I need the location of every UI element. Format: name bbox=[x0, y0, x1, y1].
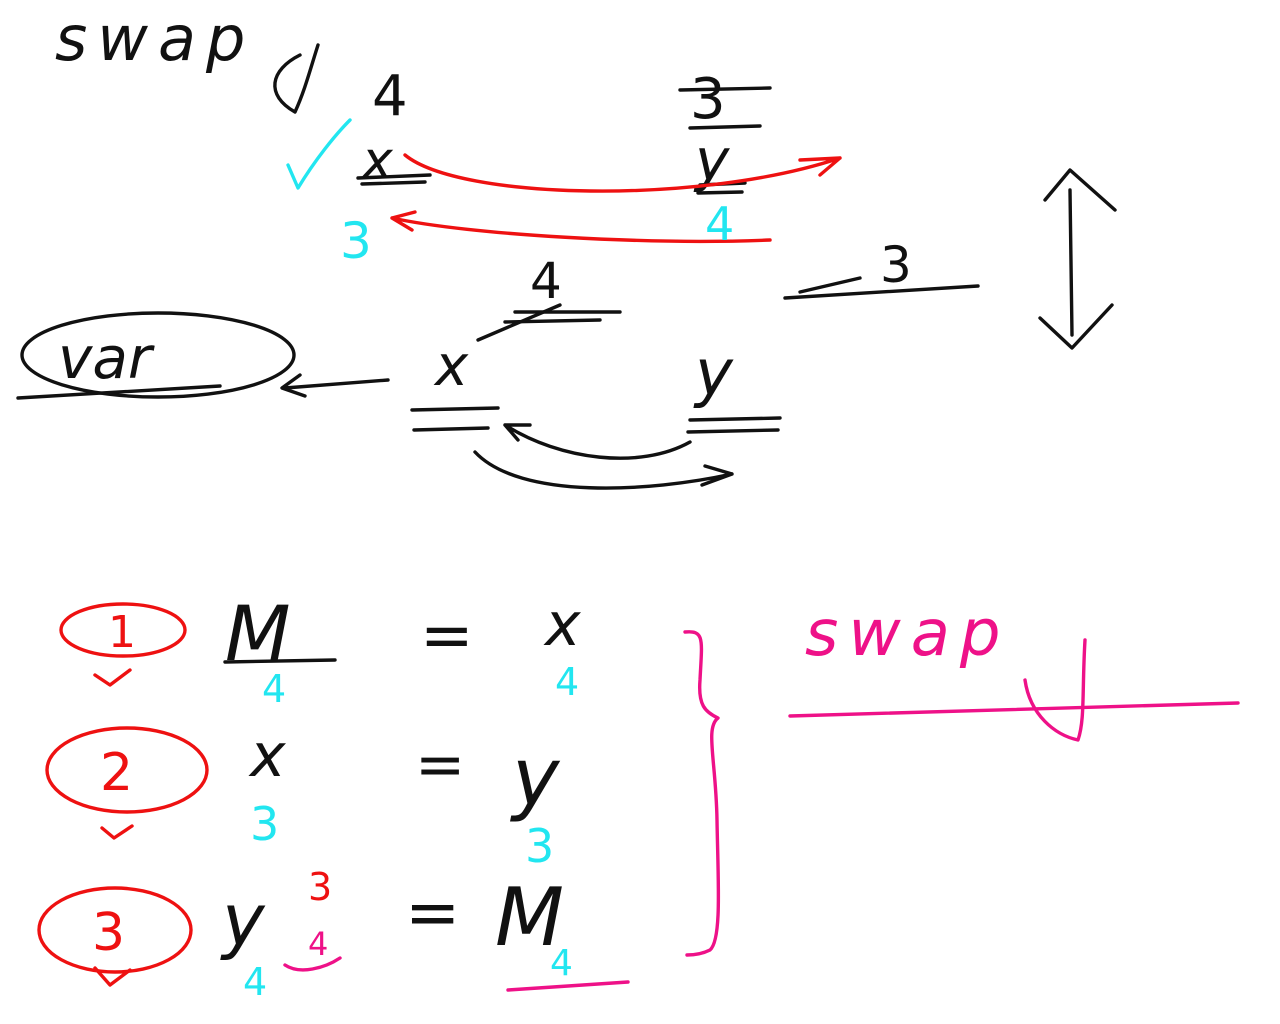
middle-x-value: 4 bbox=[530, 252, 562, 310]
step-3-left-new-value: 4 bbox=[308, 925, 328, 963]
step-3-right-value: 4 bbox=[550, 943, 573, 984]
var-circle bbox=[20, 311, 296, 399]
step-3-correction-stroke bbox=[283, 956, 342, 972]
arrow-y-to-x-middle bbox=[503, 423, 692, 460]
heading-swap-tail-stroke bbox=[273, 43, 320, 114]
arrow-x-to-value bbox=[476, 303, 562, 342]
step-3-right-underline bbox=[506, 980, 630, 992]
top-y-value: 3 bbox=[690, 67, 726, 132]
arrow-y-to-x bbox=[390, 210, 772, 243]
middle-x-underline bbox=[410, 406, 500, 432]
steps-brace bbox=[683, 630, 721, 957]
step-3-left-old-value: 3 bbox=[308, 865, 332, 909]
step-1-number-circle bbox=[59, 602, 187, 658]
middle-y-underline bbox=[686, 416, 782, 434]
top-y-value-bar bbox=[678, 86, 772, 130]
step-1-right-value: 4 bbox=[555, 660, 579, 704]
step-1-number: 1 bbox=[108, 607, 136, 658]
step-3-number-circle bbox=[37, 886, 193, 974]
step-3-number: 3 bbox=[92, 903, 125, 963]
top-y-after-value: 4 bbox=[705, 197, 734, 251]
arrow-x-to-y bbox=[403, 153, 842, 193]
arrow-to-var bbox=[280, 373, 390, 398]
step-3-left-value: 4 bbox=[243, 960, 267, 1004]
step-2-equals: = bbox=[415, 730, 465, 800]
step-1-left-underline bbox=[223, 658, 337, 664]
step-2-check-icon bbox=[100, 824, 134, 840]
middle-y-value: 3 bbox=[880, 236, 912, 294]
double-arrow-icon bbox=[1038, 168, 1117, 350]
step-2-right: y bbox=[510, 731, 561, 824]
step-3-check-icon bbox=[93, 966, 132, 987]
step-3-equals: = bbox=[405, 874, 460, 951]
step-2-left-value: 3 bbox=[250, 797, 279, 851]
check-icon bbox=[286, 118, 352, 190]
summary-swap: swap bbox=[805, 597, 1011, 671]
arrow-x-to-y-middle bbox=[473, 450, 734, 490]
step-1-left-value: 4 bbox=[262, 667, 286, 711]
heading-swap: swap bbox=[55, 2, 255, 75]
step-1-left: M bbox=[225, 589, 291, 678]
step-1-right: x bbox=[543, 590, 581, 660]
step-2-right-value: 3 bbox=[525, 819, 554, 873]
step-2-number: 2 bbox=[100, 743, 133, 803]
top-x-after-value: 3 bbox=[340, 212, 372, 270]
step-1-equals: = bbox=[420, 599, 474, 673]
middle-x-label: x bbox=[433, 334, 469, 399]
middle-y-value-bar bbox=[783, 276, 980, 300]
summary-underline bbox=[788, 701, 1240, 718]
step-3-left: y bbox=[220, 878, 266, 962]
summary-swap-tail-stroke bbox=[1023, 638, 1087, 742]
step-3-right: M bbox=[495, 871, 564, 964]
step-2-number-circle bbox=[45, 726, 209, 814]
middle-y-label: y bbox=[693, 337, 734, 411]
top-x-value: 4 bbox=[372, 64, 408, 129]
var-label: var bbox=[58, 324, 155, 392]
top-x-label: x bbox=[360, 131, 394, 191]
step-1-check-icon bbox=[93, 668, 132, 687]
top-x-underline bbox=[356, 173, 432, 186]
var-underline bbox=[16, 384, 222, 400]
step-2-left: x bbox=[248, 721, 286, 791]
